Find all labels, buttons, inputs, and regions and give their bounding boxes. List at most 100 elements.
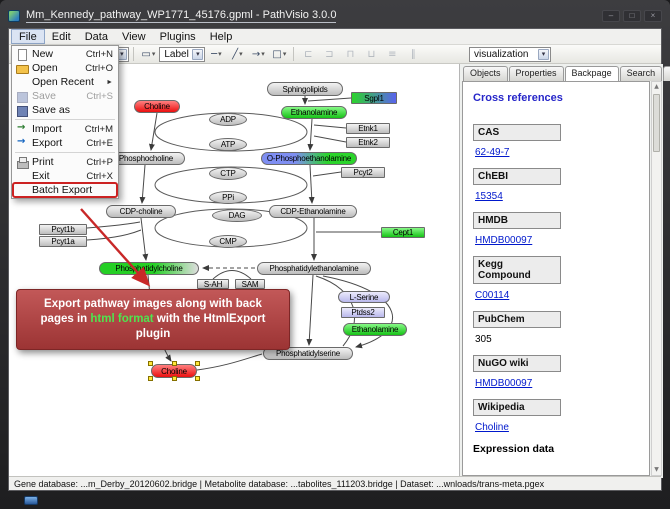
chevron-down-icon[interactable]: ▾: [192, 48, 204, 60]
close-button[interactable]: ×: [644, 10, 662, 22]
menu-bar: File Edit Data View Plugins Help: [9, 29, 661, 45]
window-title: Mm_Kennedy_pathway_WP1771_45176.gpml - P…: [26, 9, 337, 23]
pathway-node-phosphatidylcholine[interactable]: Phosphatidylcholine: [99, 262, 199, 275]
menu-item-label: Save: [32, 90, 56, 102]
menu-data[interactable]: Data: [84, 30, 108, 43]
xref-value-link[interactable]: HMDB00097: [475, 378, 533, 389]
menu-item-shortcut: Ctrl+M: [84, 123, 113, 135]
scrollbar-thumb[interactable]: [653, 94, 660, 152]
toolbar: ▤Zoom:100%▾▭Label▾─╱→□⊏⊐⊓⊔≡∥ visualizati…: [9, 45, 661, 64]
menu-help[interactable]: Help: [209, 30, 233, 43]
tab-search[interactable]: Search: [619, 66, 663, 81]
menu-item-icon: [16, 171, 28, 182]
menu-item-open-recent[interactable]: Open Recent►: [13, 75, 117, 89]
menu-item-icon: [16, 77, 28, 88]
pathway-node-dag[interactable]: DAG: [212, 209, 262, 222]
selection-handle[interactable]: [172, 376, 177, 381]
pathway-node-cdp-ethanolamine[interactable]: CDP-Ethanolamine: [269, 205, 357, 218]
xref-value-link[interactable]: HMDB00097: [475, 235, 533, 246]
xref-source-label: Kegg Compound: [473, 256, 561, 284]
new-icon: [16, 48, 28, 61]
panel-tabs: ObjectsPropertiesBackpageSearchLegend: [460, 64, 670, 81]
selection-handle[interactable]: [172, 361, 177, 366]
selection-handle[interactable]: [195, 361, 200, 366]
menu-plugins[interactable]: Plugins: [159, 30, 196, 43]
pathway-node-pcyt1a[interactable]: Pcyt1a: [39, 236, 87, 247]
chevron-down-icon[interactable]: ▾: [538, 48, 549, 60]
xref-source-label: NuGO wiki: [473, 355, 561, 372]
app-icon: [8, 10, 20, 22]
pathway-node-o-phosphoethanolamine[interactable]: O-Phosphoethanolamine: [261, 152, 357, 165]
visualization-combo[interactable]: visualization ▾: [469, 46, 551, 62]
pathway-node-adp[interactable]: ADP: [209, 113, 247, 126]
menu-item-shortcut: Ctrl+E: [86, 137, 113, 149]
maximize-button[interactable]: □: [623, 10, 641, 22]
import-icon: [16, 122, 28, 135]
xref-value-link[interactable]: 62-49-7: [475, 147, 510, 158]
match-height-icon: ∥: [410, 48, 416, 60]
menu-edit[interactable]: Edit: [51, 30, 71, 43]
pathway-node-ethanolamine[interactable]: Ethanolamine: [281, 106, 347, 119]
selection-handle[interactable]: [195, 376, 200, 381]
xref-value-link[interactable]: C00114: [475, 290, 510, 301]
selection-handle[interactable]: [148, 361, 153, 366]
tab-properties[interactable]: Properties: [508, 66, 564, 81]
pathway-node-pcyt2[interactable]: Pcyt2: [341, 167, 385, 178]
status-bar: Gene database: ...m_Derby_20120602.bridg…: [9, 476, 661, 490]
scroll-down-icon[interactable]: ▼: [654, 466, 659, 473]
pathway-node-pcyt1b[interactable]: Pcyt1b: [39, 224, 87, 235]
match-width-icon: ≡: [388, 48, 397, 60]
pathway-node-atp[interactable]: ATP: [209, 138, 247, 151]
pathway-node-phosphatidylethanolamine[interactable]: Phosphatidylethanolamine: [257, 262, 371, 275]
shape-tool-icon[interactable]: □: [269, 46, 289, 62]
pathway-node-phosphatidylserine[interactable]: Phosphatidylserine: [263, 347, 353, 360]
line-tool-icon[interactable]: ─: [206, 46, 226, 62]
menu-item-batch-export[interactable]: Batch Export: [12, 182, 118, 198]
selection-handle[interactable]: [148, 376, 153, 381]
pathway-node-sam[interactable]: SAM: [235, 279, 265, 289]
datanode-tool-icon[interactable]: ▭: [138, 46, 158, 62]
pathway-node-sgpl1[interactable]: Sgpl1: [351, 92, 397, 104]
tab-objects[interactable]: Objects: [463, 66, 508, 81]
pathway-node-l-serine[interactable]: L-Serine: [338, 291, 390, 303]
pathway-node-cept1[interactable]: Cept1: [381, 227, 425, 238]
menu-item-label: Open: [32, 62, 58, 74]
menu-item-save-as[interactable]: Save as: [13, 103, 117, 117]
pathway-node-ethanolamine[interactable]: Ethanolamine: [343, 323, 407, 336]
pathway-node-cdp-choline[interactable]: CDP-choline: [106, 205, 176, 218]
curve-tool-icon[interactable]: ╱: [227, 46, 247, 62]
pathway-node-etnk2[interactable]: Etnk2: [346, 137, 390, 148]
tab-backpage[interactable]: Backpage: [564, 66, 619, 81]
panel-scrollbar[interactable]: ▲ ▼: [651, 81, 662, 476]
pathway-node-s-ah[interactable]: S-AH: [197, 279, 229, 289]
pathway-node-choline[interactable]: Choline: [134, 100, 180, 113]
tab-legend[interactable]: Legend: [663, 66, 670, 81]
menu-item-save: Save Ctrl+S: [13, 89, 117, 103]
menu-file[interactable]: File: [11, 29, 45, 44]
scroll-up-icon[interactable]: ▲: [654, 83, 659, 90]
menu-view[interactable]: View: [121, 30, 146, 43]
pathway-node-ppi[interactable]: PPi: [209, 191, 247, 204]
xref-value-link[interactable]: 15354: [475, 191, 503, 202]
saveas-icon: [16, 105, 28, 117]
menu-item-shortcut: Ctrl+N: [85, 48, 113, 60]
pathway-node-ctp[interactable]: CTP: [209, 167, 247, 180]
pathway-node-sphingolipids[interactable]: Sphingolipids: [267, 82, 343, 96]
menu-item-shortcut: Ctrl+S: [86, 90, 113, 102]
xref-value-link[interactable]: Choline: [475, 422, 509, 433]
arrow-tool-icon[interactable]: →: [248, 46, 268, 62]
pathway-node-cmp[interactable]: CMP: [209, 235, 247, 248]
toolbar-label-tool[interactable]: Label▾: [159, 46, 206, 62]
pathway-node-etnk1[interactable]: Etnk1: [346, 123, 390, 134]
minimize-button[interactable]: –: [602, 10, 620, 22]
pathway-node-ptdss2[interactable]: Ptdss2: [341, 307, 385, 318]
toolbar-separator: [133, 47, 135, 61]
